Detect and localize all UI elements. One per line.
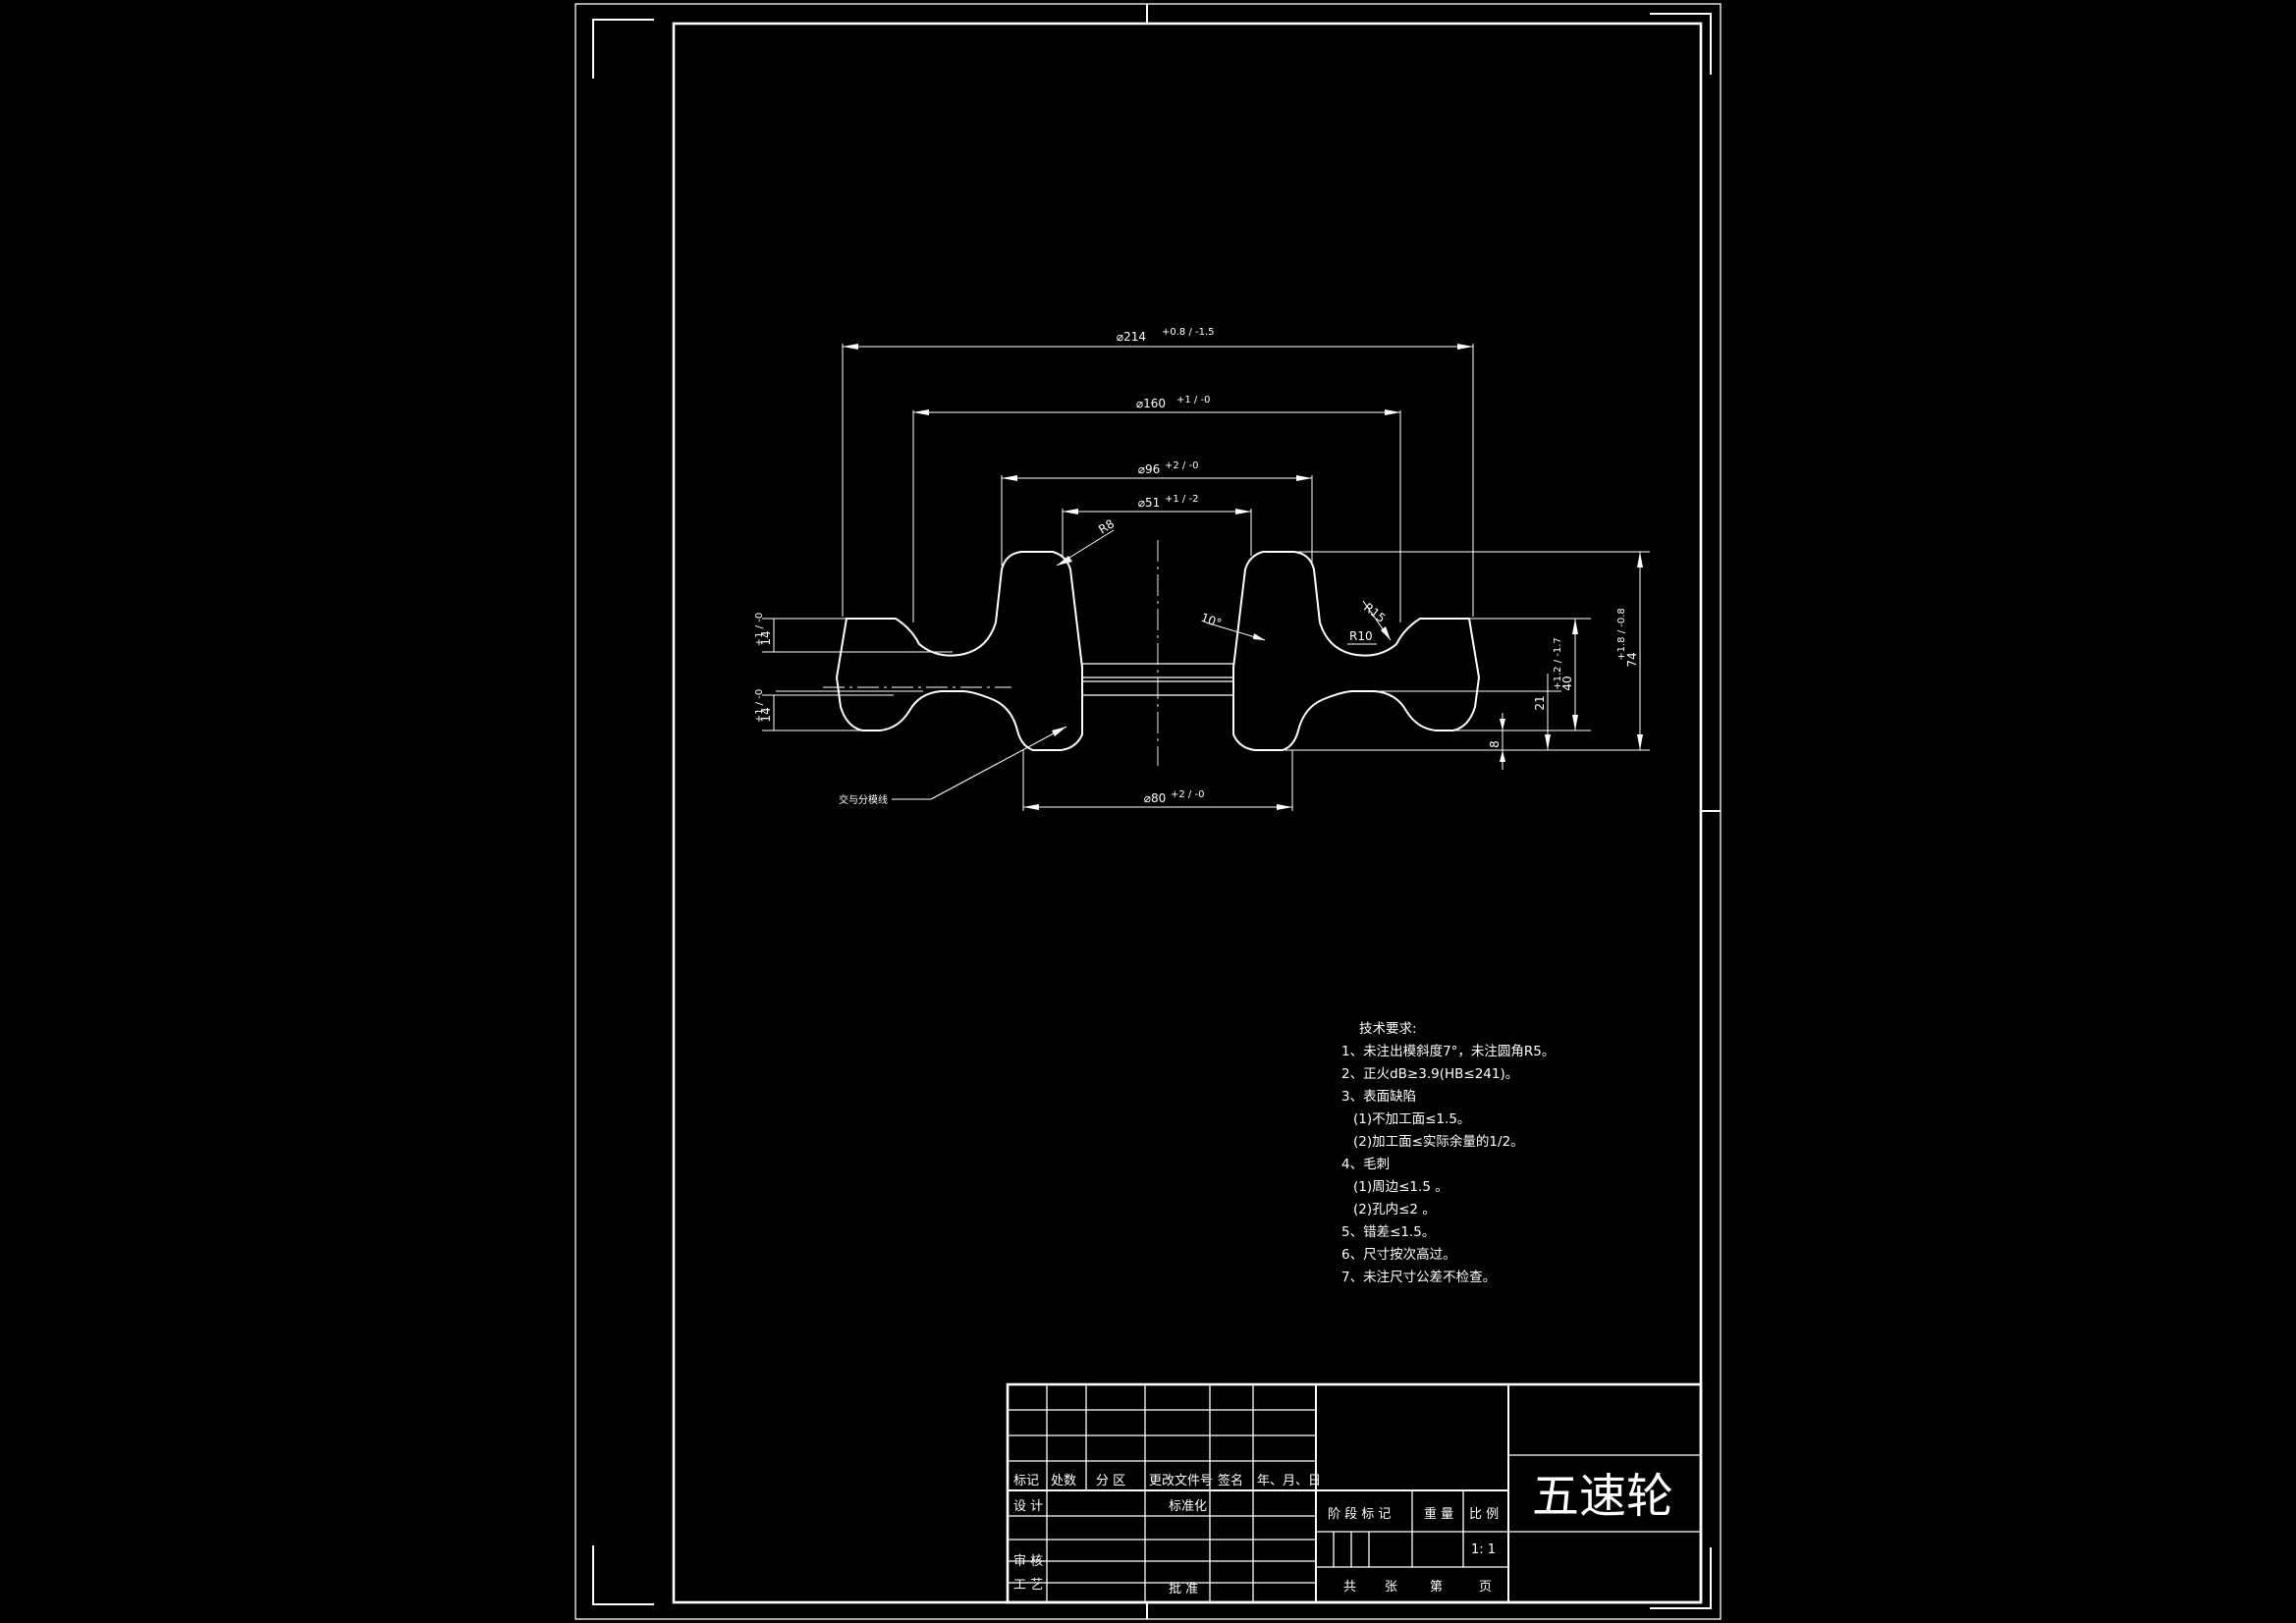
dim-h-8: 8 <box>1488 740 1502 748</box>
left-section-profile <box>835 551 1083 751</box>
dim-h-74-tol: +1.8 / -0.8 <box>1616 608 1627 661</box>
right-section-profile <box>1232 551 1481 751</box>
scale-value: 1: 1 <box>1471 1542 1496 1557</box>
dim-160-tol: +1 / -0 <box>1176 395 1210 406</box>
dim-51-tol: +1 / -2 <box>1165 494 1198 505</box>
diameter-dimensions: ⌀214 +0.8 / -1.5 ⌀160 +1 / -0 ⌀96 +2 / -… <box>842 327 1474 811</box>
note-line: 2、正火dB≥3.9(HB≤241)。 <box>1341 1066 1518 1082</box>
left-width-dimensions: 14 +1 / -0 14 +1 / -0 <box>754 613 953 731</box>
sheet-total-label: 共 <box>1343 1580 1356 1595</box>
note-line: (2)加工面≤实际余量的1/2。 <box>1353 1133 1524 1150</box>
rev-header: 更改文件号 <box>1149 1474 1213 1488</box>
note-line: (1)周边≤1.5 。 <box>1353 1179 1449 1195</box>
dim-w-left-top-tol: +1 / -0 <box>754 613 765 646</box>
note-line: 7、未注尺寸公差不检查。 <box>1341 1270 1496 1285</box>
dim-w-left-bot-tol: +1 / -0 <box>754 689 765 723</box>
review-label: 审 核 <box>1013 1554 1043 1569</box>
dim-160: ⌀160 <box>1136 397 1166 410</box>
approve-label: 批 准 <box>1169 1582 1198 1596</box>
notes-heading: 技术要求: <box>1359 1021 1417 1037</box>
rev-header: 签名 <box>1218 1473 1243 1488</box>
dim-w-left-top: 14 <box>759 630 773 645</box>
parting-line-leader: 交与分模线 <box>839 726 1067 806</box>
part-name: 五速轮 <box>1532 1469 1673 1524</box>
rev-header: 标记 <box>1013 1474 1039 1488</box>
dim-80: ⌀80 <box>1144 791 1167 805</box>
sheet-unit-label: 张 <box>1385 1580 1397 1595</box>
note-line: 1、未注出模斜度7°，未注圆角R5。 <box>1341 1044 1555 1059</box>
note-line: 6、尺寸按次高过。 <box>1341 1246 1456 1263</box>
stage-mark-label: 阶 段 标 记 <box>1328 1507 1391 1522</box>
page-label: 页 <box>1479 1580 1492 1595</box>
dim-od-214-tol: +0.8 / -1.5 <box>1162 327 1215 338</box>
rev-header: 分 区 <box>1096 1474 1125 1488</box>
dim-80-tol: +2 / -0 <box>1171 789 1204 800</box>
design-label: 设 计 <box>1013 1499 1043 1514</box>
note-line: (2)孔内≤2 。 <box>1353 1202 1436 1217</box>
dim-w-left-bot: 14 <box>759 707 773 722</box>
note-line: 3、表面缺陷 <box>1341 1089 1416 1105</box>
dim-96: ⌀96 <box>1138 462 1161 476</box>
technical-notes: 技术要求: 1、未注出模斜度7°，未注圆角R5。 2、正火dB≥3.9(HB≤2… <box>1341 1021 1555 1285</box>
dim-od-214: ⌀214 <box>1117 330 1146 344</box>
weight-label: 重 量 <box>1424 1506 1453 1522</box>
parting-line-label: 交与分模线 <box>839 793 888 806</box>
standardize-label: 标准化 <box>1169 1499 1207 1514</box>
sheet-frame <box>574 3 1722 1620</box>
sheet-no-label: 第 <box>1430 1580 1443 1595</box>
dim-96-tol: +2 / -0 <box>1165 460 1198 471</box>
rev-header: 年、月、日 <box>1257 1474 1321 1488</box>
note-line: (1)不加工面≤1.5。 <box>1353 1111 1470 1127</box>
part-section <box>823 540 1481 766</box>
dim-h-40-tol: +1.2 / -1.7 <box>1553 637 1563 690</box>
note-line: 4、毛刺 <box>1341 1157 1390 1172</box>
process-label: 工 艺 <box>1013 1578 1043 1593</box>
dim-h-74: 74 <box>1625 652 1639 667</box>
dim-51: ⌀51 <box>1138 496 1161 510</box>
draft-angle: 10° <box>1199 611 1224 630</box>
note-line: 5、错差≤1.5。 <box>1341 1224 1435 1240</box>
title-block: 标记 处数 分 区 更改文件号 签名 年、月、日 设 计 标准化 审 核 工 艺… <box>1006 1382 1703 1604</box>
rev-header: 处数 <box>1051 1474 1076 1488</box>
dim-h-21: 21 <box>1533 695 1547 710</box>
dim-h-40: 40 <box>1560 676 1574 690</box>
radius-r8: R8 <box>1096 516 1117 536</box>
radius-r10: R10 <box>1349 629 1373 643</box>
radius-callouts: R8 R15 R10 10° <box>1056 516 1392 645</box>
height-dimensions: 74 +1.8 / -0.8 40 +1.2 / -1.7 21 8 <box>1267 551 1650 770</box>
scale-label: 比 例 <box>1469 1507 1499 1522</box>
